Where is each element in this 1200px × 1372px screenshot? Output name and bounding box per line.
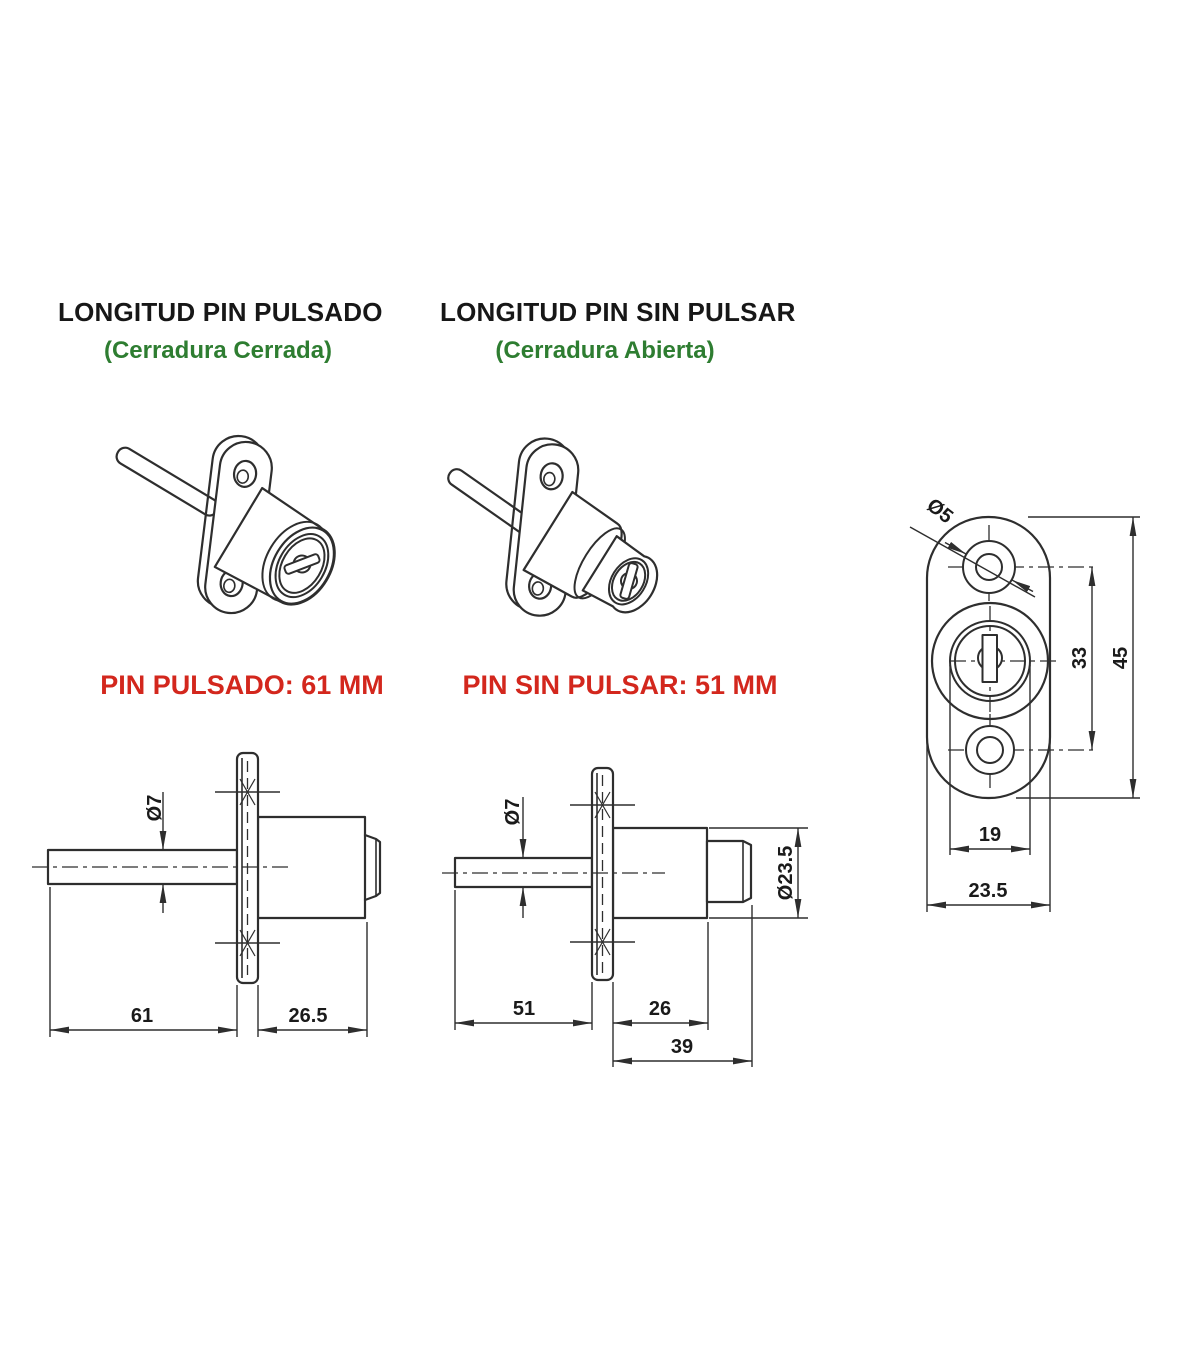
- width-label: 23.5: [969, 880, 1008, 902]
- pin-rod: [115, 446, 220, 517]
- dim-hole-spacing: 33: [1069, 567, 1096, 750]
- column-title-pulsado: LONGITUD PIN PULSADO: [58, 297, 383, 327]
- flange-profile: [215, 751, 280, 985]
- front-view: Ø5 33 45 19 23.5: [909, 494, 1140, 912]
- total-length-label: 39: [671, 1036, 693, 1058]
- dim-pin-length: 61: [49, 887, 238, 1037]
- dim-body-diameter: Ø23.5: [709, 827, 808, 919]
- screw-hole-diameter-label: Ø5: [922, 494, 957, 528]
- pin-diameter-label: Ø7: [502, 799, 524, 826]
- body-length-label: 26.5: [289, 1005, 328, 1027]
- body-diameter-label: Ø23.5: [775, 846, 797, 900]
- dim-body-length: 26.5: [257, 922, 368, 1037]
- keyhole: [977, 634, 1003, 683]
- dim-pin-length: 51: [454, 890, 593, 1030]
- cylinder-body: [522, 490, 659, 614]
- cylinder-width-label: 19: [979, 824, 1001, 846]
- cylinder-body: [213, 486, 336, 606]
- dim-pin-diameter: Ø7: [502, 797, 527, 918]
- hole-spacing-label: 33: [1069, 647, 1091, 669]
- screw-hole-top: [539, 462, 564, 491]
- pin-length-label: 61: [131, 1005, 153, 1027]
- side-view-pulsado: Ø7 61 26.5: [32, 751, 382, 1037]
- screw-hole-top: [232, 459, 258, 488]
- isometric-view-pulsado: [115, 434, 336, 615]
- side-view-sin-pulsar: Ø7 Ø23.5 51 26 39: [442, 766, 808, 1067]
- body-length-label: 26: [649, 998, 671, 1020]
- dim-height: 45: [1016, 516, 1140, 799]
- dim-width: 23.5: [926, 738, 1051, 912]
- dim-total-length: 39: [613, 905, 753, 1067]
- keyhole: [619, 562, 639, 600]
- pin-diameter-label: Ø7: [144, 795, 166, 822]
- height-label: 45: [1110, 647, 1132, 669]
- pin-length-label: 51: [513, 998, 535, 1020]
- dim-body-length: 26: [612, 922, 709, 1067]
- column-title-sin-pulsar: LONGITUD PIN SIN PULSAR: [440, 297, 796, 327]
- result-pin-sin-pulsar: PIN SIN PULSAR: 51 MM: [462, 670, 778, 700]
- column-subtitle-sin-pulsar: (Cerradura Abierta): [495, 337, 715, 364]
- screw-hole-top: [962, 540, 1016, 594]
- dim-cylinder-width: 19: [949, 665, 1031, 855]
- dim-pin-diameter: Ø7: [144, 792, 167, 913]
- screw-hole-bottom: [965, 725, 1015, 775]
- column-subtitle-pulsado: (Cerradura Cerrada): [103, 337, 333, 364]
- keyhole: [283, 553, 321, 575]
- result-pin-pulsado: PIN PULSADO: 61 MM: [100, 670, 384, 700]
- isometric-view-sin-pulsar: [447, 437, 659, 617]
- flange-profile: [570, 766, 635, 982]
